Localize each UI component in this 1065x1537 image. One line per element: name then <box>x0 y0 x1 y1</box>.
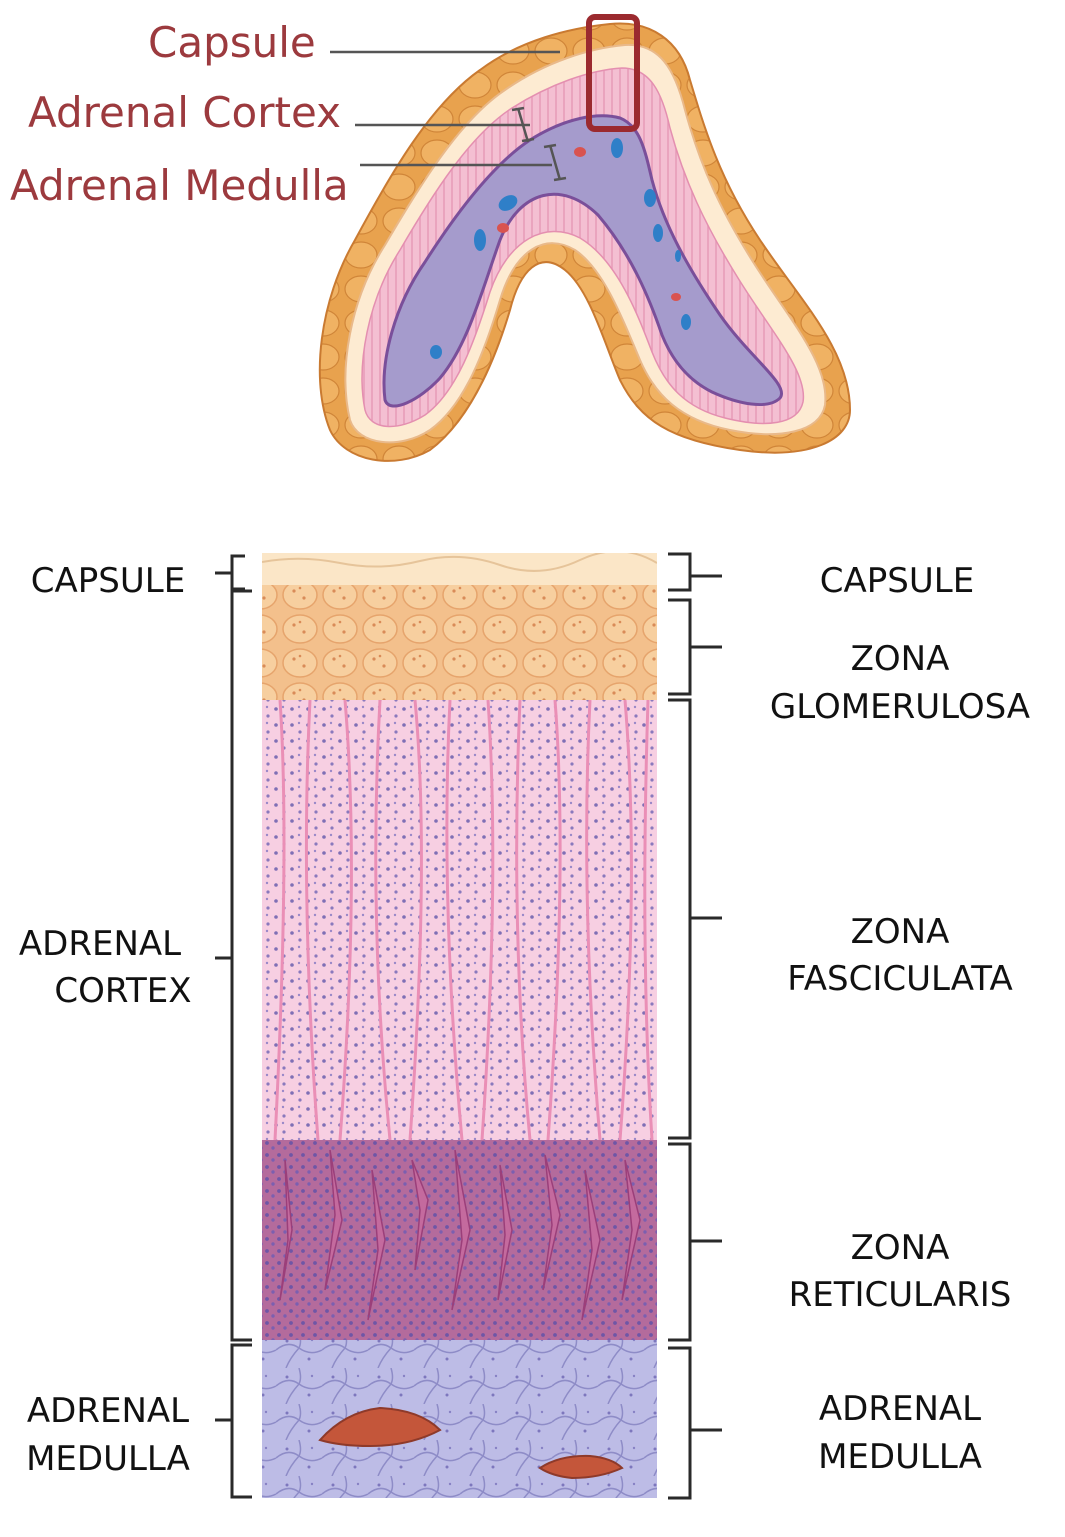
medulla-band <box>382 114 784 408</box>
capsule-tissue <box>262 553 657 585</box>
right-labels: CAPSULE ZONA GLOMERULOSA ZONA FASCICULAT… <box>770 561 1030 1477</box>
gland-cross-section <box>318 14 852 462</box>
left-label-adrenal-cortex-2: CORTEX <box>54 971 191 1011</box>
section-highlight-box <box>586 14 640 132</box>
medulla-vessel-1 <box>318 1406 442 1448</box>
left-brackets <box>215 554 252 1499</box>
right-label-capsule: CAPSULE <box>820 561 974 601</box>
zona-glomerulosa-tissue <box>262 585 657 700</box>
right-label-zona-fasciculata-2: FASCICULATA <box>787 959 1012 999</box>
left-label-adrenal-medulla-1: ADRENAL <box>27 1391 189 1431</box>
right-brackets <box>668 552 722 1500</box>
fasciculata-cords <box>273 699 654 1141</box>
right-label-zona-fasciculata-1: ZONA <box>851 912 950 952</box>
right-label-zona-reticularis-2: RETICULARIS <box>789 1275 1012 1315</box>
right-label-adrenal-medulla-2: MEDULLA <box>818 1437 982 1477</box>
left-labels: CAPSULE ADRENAL CORTEX ADRENAL MEDULLA <box>19 561 192 1479</box>
medulla-vessel-2 <box>538 1454 624 1480</box>
label-adrenal-cortex-top: Adrenal Cortex <box>28 88 341 137</box>
reticularis-sinusoids <box>279 1149 641 1321</box>
right-label-zona-reticularis-1: ZONA <box>851 1228 950 1268</box>
left-label-capsule: CAPSULE <box>31 561 185 601</box>
label-capsule-top: Capsule <box>148 18 316 67</box>
left-label-adrenal-medulla-2: MEDULLA <box>26 1439 190 1479</box>
top-leaders <box>330 50 567 182</box>
label-adrenal-medulla-top: Adrenal Medulla <box>10 161 349 210</box>
tissue-column <box>262 553 657 1498</box>
left-label-adrenal-cortex-1: ADRENAL <box>19 924 181 964</box>
right-label-zona-glomerulosa-2: GLOMERULOSA <box>770 687 1030 727</box>
blood-vessels <box>430 138 691 359</box>
zona-fasciculata-tissue <box>262 700 657 1140</box>
right-label-zona-glomerulosa-1: ZONA <box>851 639 950 679</box>
right-label-adrenal-medulla-1: ADRENAL <box>819 1389 981 1429</box>
